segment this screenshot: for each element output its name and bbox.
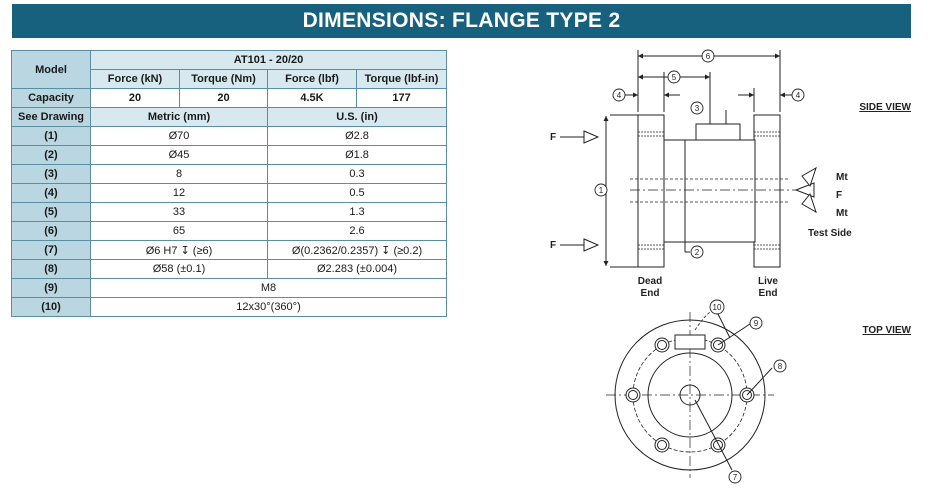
table-row: (6) 65 2.6 <box>11 221 448 241</box>
live-end-label: Live <box>758 276 778 287</box>
side-view <box>560 50 817 268</box>
row-ref: (5) <box>11 202 91 222</box>
capacity-value: 20 <box>90 88 180 108</box>
column-header: Force (lbf) <box>267 69 357 89</box>
dead-end-label: Dead <box>638 276 662 287</box>
us-header: U.S. (in) <box>266 107 448 127</box>
model-value: AT101 - 20/20 <box>89 50 448 70</box>
capacity-label: Capacity <box>11 88 91 108</box>
table-row: (9) M8 <box>11 278 448 298</box>
us-value: 0.3 <box>266 164 448 184</box>
page-title: DIMENSIONS: FLANGE TYPE 2 <box>12 4 911 38</box>
capacity-value: 4.5K <box>267 88 357 108</box>
callout-label: 2 <box>695 248 700 257</box>
side-view-title: SIDE VIEW <box>859 102 911 113</box>
callout-label: 1 <box>599 186 604 195</box>
callout-labels-top: 10 9 8 7 <box>713 303 783 482</box>
technical-drawing: 6 5 4 4 3 1 2 F F Mt F Mt Test Side Dead… <box>550 49 912 484</box>
us-value: 1.3 <box>266 202 448 222</box>
metric-header: Metric (mm) <box>90 107 268 127</box>
metric-value: 8 <box>90 164 268 184</box>
column-header: Force (kN) <box>90 69 180 89</box>
us-value: 2.6 <box>266 221 448 241</box>
moment-label: Mt <box>836 172 848 183</box>
table-row: (5) 33 1.3 <box>11 202 448 222</box>
row-ref: (9) <box>11 278 91 298</box>
table-row: (2) Ø45 Ø1.8 <box>11 145 448 165</box>
row-ref: (3) <box>11 164 91 184</box>
metric-value: 65 <box>90 221 268 241</box>
row-ref: (6) <box>11 221 91 241</box>
us-value: Ø2.283 (±0.004) <box>266 259 448 279</box>
metric-value: 33 <box>90 202 268 222</box>
capacity-value: 177 <box>355 88 448 108</box>
merged-value: 12x30°(360°) <box>89 297 448 317</box>
callout-label: 7 <box>733 473 738 482</box>
callouts-side <box>594 49 805 259</box>
model-label: Model <box>11 50 91 89</box>
row-ref: (10) <box>11 297 91 317</box>
row-ref: (4) <box>11 183 91 203</box>
callout-label: 9 <box>754 319 759 328</box>
callout-labels-side: 6 5 4 4 3 1 2 <box>599 52 801 257</box>
table-row: (1) Ø70 Ø2.8 <box>11 126 448 146</box>
table-row: (3) 8 0.3 <box>11 164 448 184</box>
column-header: Torque (Nm) <box>179 69 268 89</box>
side-view-labels: F F Mt F Mt Test Side Dead End Live End … <box>550 102 912 336</box>
metric-value: Ø45 <box>90 145 268 165</box>
callout-label: 4 <box>796 91 801 100</box>
test-side-label: Test Side <box>808 228 852 239</box>
row-ref: (1) <box>11 126 91 146</box>
capacity-value: 20 <box>179 88 268 108</box>
callout-label: 10 <box>713 303 722 312</box>
force-label: F <box>550 132 556 143</box>
table-row: (4) 12 0.5 <box>11 183 448 203</box>
metric-value: Ø58 (±0.1) <box>90 259 268 279</box>
metric-value: Ø70 <box>90 126 268 146</box>
top-view-title: TOP VIEW <box>862 325 911 336</box>
top-view <box>606 309 774 478</box>
us-value: Ø2.8 <box>266 126 448 146</box>
callout-label: 5 <box>672 73 677 82</box>
callout-label: 3 <box>695 104 700 113</box>
callouts-top <box>709 299 787 484</box>
metric-value: 12 <box>90 183 268 203</box>
row-ref: (7) <box>11 240 91 260</box>
dimensions-table: Model AT101 - 20/20 Force (kN) Torque (N… <box>11 50 448 317</box>
force-label: F <box>836 190 842 201</box>
merged-value: M8 <box>89 278 448 298</box>
us-value: Ø1.8 <box>266 145 448 165</box>
metric-value: Ø6 H7 ↧ (≥6) <box>90 240 268 260</box>
table-row: (10) 12x30°(360°) <box>11 297 448 317</box>
force-label: F <box>550 240 556 251</box>
see-drawing-label: See Drawing <box>11 107 91 127</box>
row-ref: (2) <box>11 145 91 165</box>
row-ref: (8) <box>11 259 91 279</box>
callout-label: 8 <box>778 362 783 371</box>
callout-label: 6 <box>706 52 711 61</box>
table-row: (7) Ø6 H7 ↧ (≥6) Ø(0.2362/0.2357) ↧ (≥0.… <box>11 240 448 260</box>
moment-label: Mt <box>836 208 848 219</box>
us-value: Ø(0.2362/0.2357) ↧ (≥0.2) <box>266 240 448 260</box>
live-end-label: End <box>759 288 778 299</box>
callout-label: 4 <box>617 91 622 100</box>
us-value: 0.5 <box>266 183 448 203</box>
dead-end-label: End <box>641 288 660 299</box>
table-row: (8) Ø58 (±0.1) Ø2.283 (±0.004) <box>11 259 448 279</box>
column-header: Torque (lbf-in) <box>355 69 448 89</box>
